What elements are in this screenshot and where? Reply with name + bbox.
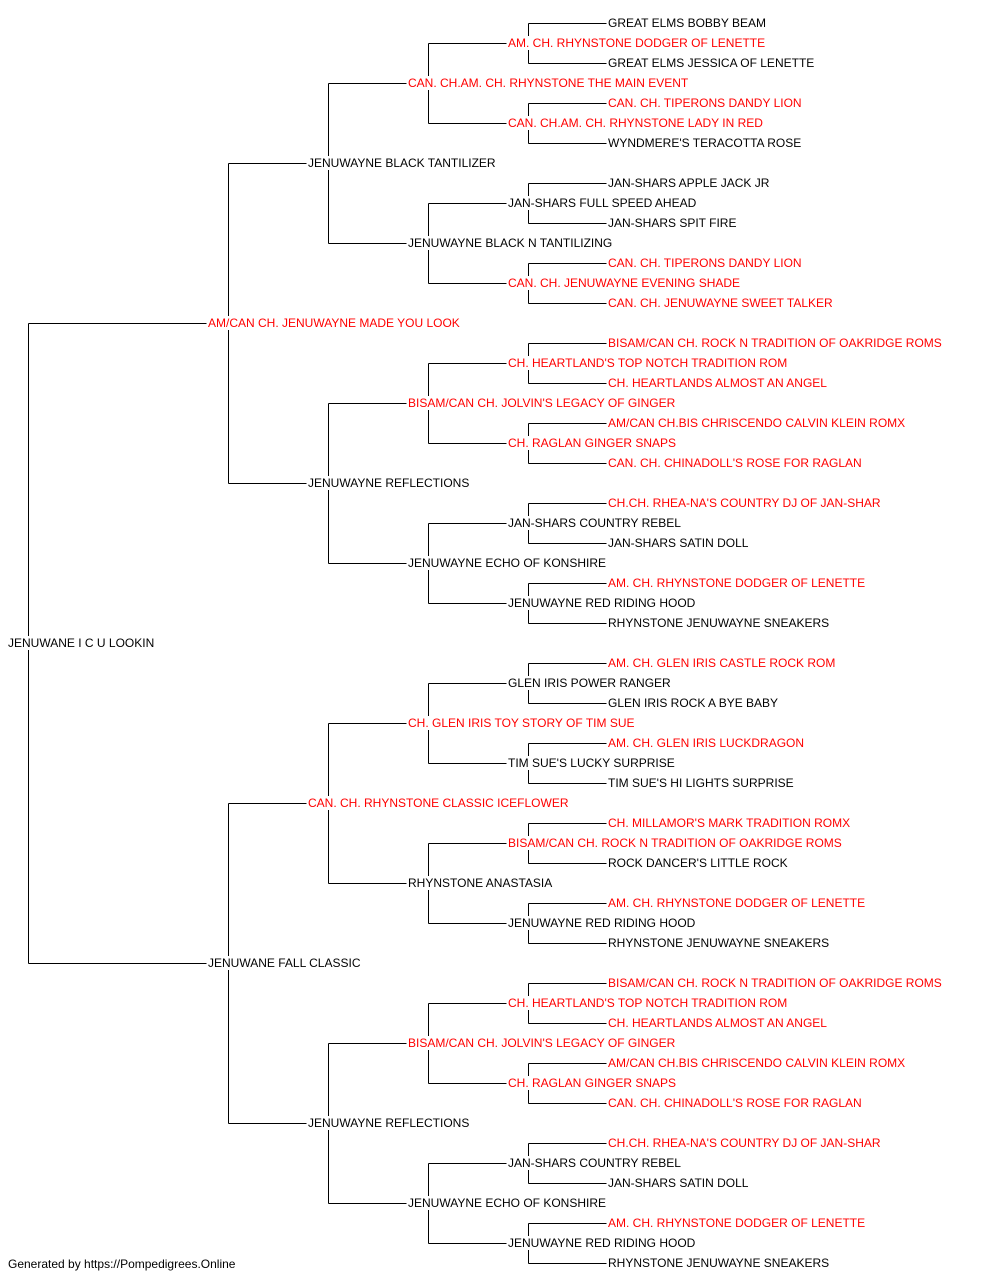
ancestor-gen5-name: RHYNSTONE JENUWAYNE SNEAKERS — [608, 616, 832, 630]
ancestor-gen5-name: AM. CH. RHYNSTONE DODGER OF LENETTE — [608, 576, 868, 590]
subject-dog-name: JENUWANE I C U LOOKIN — [8, 636, 157, 650]
ancestor-gen3-name: RHYNSTONE ANASTASIA — [408, 876, 555, 890]
ancestor-gen5-name: JAN-SHARS SATIN DOLL — [608, 1176, 751, 1190]
ancestor-gen5-name: CH. HEARTLANDS ALMOST AN ANGEL — [608, 376, 829, 390]
ancestor-gen5-name: JAN-SHARS APPLE JACK JR — [608, 176, 772, 190]
ancestor-gen4-name: CH. HEARTLAND'S TOP NOTCH TRADITION ROM — [508, 356, 790, 370]
ancestor-gen4-name: JAN-SHARS COUNTRY REBEL — [508, 516, 683, 530]
ancestor-gen5-name: BISAM/CAN CH. ROCK N TRADITION OF OAKRID… — [608, 976, 944, 990]
ancestor-gen5-name: CAN. CH. CHINADOLL'S ROSE FOR RAGLAN — [608, 1096, 864, 1110]
ancestor-gen5-name: AM/CAN CH.BIS CHRISCENDO CALVIN KLEIN RO… — [608, 1056, 908, 1070]
ancestor-gen5-name: JAN-SHARS SPIT FIRE — [608, 216, 739, 230]
ancestor-gen5-name: AM. CH. RHYNSTONE DODGER OF LENETTE — [608, 896, 868, 910]
ancestor-gen2-name: JENUWAYNE REFLECTIONS — [308, 1116, 472, 1130]
ancestor-gen5-name: CAN. CH. CHINADOLL'S ROSE FOR RAGLAN — [608, 456, 864, 470]
ancestor-gen5-name: GREAT ELMS BOBBY BEAM — [608, 16, 769, 30]
ancestor-gen5-name: CH. HEARTLANDS ALMOST AN ANGEL — [608, 1016, 829, 1030]
ancestor-gen3-name: JENUWAYNE BLACK N TANTILIZING — [408, 236, 615, 250]
ancestor-gen5-name: BISAM/CAN CH. ROCK N TRADITION OF OAKRID… — [608, 336, 944, 350]
ancestor-gen4-name: CH. RAGLAN GINGER SNAPS — [508, 1076, 679, 1090]
ancestor-gen4-name: JENUWAYNE RED RIDING HOOD — [508, 596, 698, 610]
ancestor-gen4-name: JENUWAYNE RED RIDING HOOD — [508, 1236, 698, 1250]
ancestor-gen3-name: CH. GLEN IRIS TOY STORY OF TIM SUE — [408, 716, 637, 730]
ancestor-gen5-name: AM/CAN CH.BIS CHRISCENDO CALVIN KLEIN RO… — [608, 416, 908, 430]
ancestor-gen5-name: AM. CH. GLEN IRIS LUCKDRAGON — [608, 736, 807, 750]
ancestor-gen4-name: JAN-SHARS FULL SPEED AHEAD — [508, 196, 699, 210]
ancestor-gen4-name: GLEN IRIS POWER RANGER — [508, 676, 673, 690]
generated-by-footer: Generated by https://Pompedigrees.Online — [8, 1257, 236, 1271]
ancestor-gen4-name: CAN. CH. JENUWAYNE EVENING SHADE — [508, 276, 743, 290]
ancestor-gen5-name: CH.CH. RHEA-NA'S COUNTRY DJ OF JAN-SHAR — [608, 1136, 883, 1150]
ancestor-gen5-name: CH.CH. RHEA-NA'S COUNTRY DJ OF JAN-SHAR — [608, 496, 883, 510]
ancestor-gen1-name: AM/CAN CH. JENUWAYNE MADE YOU LOOK — [208, 316, 462, 330]
ancestor-gen5-name: JAN-SHARS SATIN DOLL — [608, 536, 751, 550]
ancestor-gen5-name: RHYNSTONE JENUWAYNE SNEAKERS — [608, 1256, 832, 1270]
ancestor-gen5-name: WYNDMERE'S TERACOTTA ROSE — [608, 136, 804, 150]
ancestor-gen5-name: AM. CH. GLEN IRIS CASTLE ROCK ROM — [608, 656, 838, 670]
ancestor-gen3-name: BISAM/CAN CH. JOLVIN'S LEGACY OF GINGER — [408, 396, 678, 410]
ancestor-gen5-name: GLEN IRIS ROCK A BYE BABY — [608, 696, 781, 710]
ancestor-gen5-name: RHYNSTONE JENUWAYNE SNEAKERS — [608, 936, 832, 950]
ancestor-gen3-name: BISAM/CAN CH. JOLVIN'S LEGACY OF GINGER — [408, 1036, 678, 1050]
ancestor-gen4-name: JENUWAYNE RED RIDING HOOD — [508, 916, 698, 930]
ancestor-gen4-name: CH. HEARTLAND'S TOP NOTCH TRADITION ROM — [508, 996, 790, 1010]
ancestor-gen5-name: AM. CH. RHYNSTONE DODGER OF LENETTE — [608, 1216, 868, 1230]
ancestor-gen4-name: CH. RAGLAN GINGER SNAPS — [508, 436, 679, 450]
ancestor-gen4-name: TIM SUE'S LUCKY SURPRISE — [508, 756, 677, 770]
ancestor-gen1-name: JENUWANE FALL CLASSIC — [208, 956, 363, 970]
ancestor-gen5-name: CAN. CH. JENUWAYNE SWEET TALKER — [608, 296, 835, 310]
ancestor-gen4-name: CAN. CH.AM. CH. RHYNSTONE LADY IN RED — [508, 116, 765, 130]
ancestor-gen3-name: JENUWAYNE ECHO OF KONSHIRE — [408, 1196, 609, 1210]
ancestor-gen4-name: BISAM/CAN CH. ROCK N TRADITION OF OAKRID… — [508, 836, 844, 850]
ancestor-gen5-name: CH. MILLAMOR'S MARK TRADITION ROMX — [608, 816, 853, 830]
ancestor-gen2-name: JENUWAYNE BLACK TANTILIZER — [308, 156, 498, 170]
ancestor-gen5-name: CAN. CH. TIPERONS DANDY LION — [608, 96, 804, 110]
ancestor-gen5-name: ROCK DANCER'S LITTLE ROCK — [608, 856, 790, 870]
ancestor-gen2-name: JENUWAYNE REFLECTIONS — [308, 476, 472, 490]
ancestor-gen4-name: JAN-SHARS COUNTRY REBEL — [508, 1156, 683, 1170]
ancestor-gen4-name: AM. CH. RHYNSTONE DODGER OF LENETTE — [508, 36, 768, 50]
ancestor-gen2-name: CAN. CH. RHYNSTONE CLASSIC ICEFLOWER — [308, 796, 571, 810]
ancestor-gen3-name: JENUWAYNE ECHO OF KONSHIRE — [408, 556, 609, 570]
ancestor-gen5-name: TIM SUE'S HI LIGHTS SURPRISE — [608, 776, 796, 790]
ancestor-gen3-name: CAN. CH.AM. CH. RHYNSTONE THE MAIN EVENT — [408, 76, 691, 90]
ancestor-gen5-name: GREAT ELMS JESSICA OF LENETTE — [608, 56, 817, 70]
ancestor-gen5-name: CAN. CH. TIPERONS DANDY LION — [608, 256, 804, 270]
